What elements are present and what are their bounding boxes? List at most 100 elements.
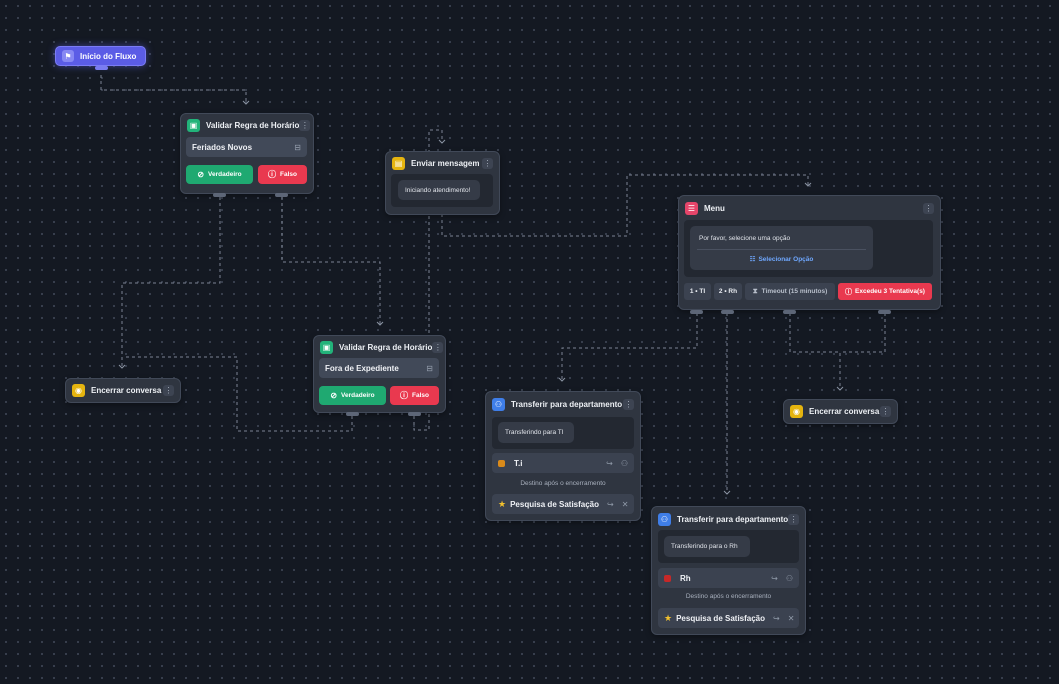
validate1-false-handle[interactable] xyxy=(275,193,288,197)
node-title: Validar Regra de Horário xyxy=(339,342,433,352)
kebab-menu-icon[interactable]: ⋮ xyxy=(623,399,634,410)
users-icon: ⚇ xyxy=(785,573,793,583)
node-title: Transferir para departamento xyxy=(677,514,789,524)
menu-option-2[interactable]: 2 • Rh xyxy=(714,283,742,300)
node-title: Menu xyxy=(704,203,725,213)
list-icon: ☷ xyxy=(749,256,756,263)
department-name: T.i xyxy=(514,458,523,468)
arrow-end2 xyxy=(836,386,844,391)
message-panel: Transferindo para o Rh xyxy=(658,530,799,563)
menu-option-2-handle[interactable] xyxy=(721,310,734,314)
message-text: Transferindo para TI xyxy=(505,429,564,436)
rule-field[interactable]: Feriados Novos ⊟ xyxy=(186,137,307,157)
timeout-branch[interactable]: ⧗Timeout (15 minutos) xyxy=(745,283,835,300)
select-option-link[interactable]: ☷Selecionar Opção xyxy=(690,255,873,263)
department-icon: ⚇ xyxy=(658,512,671,526)
start-node-handle[interactable] xyxy=(95,66,108,70)
menu-exceeded-handle[interactable] xyxy=(878,310,891,314)
select-option-label: Selecionar Opção xyxy=(758,256,814,263)
department-icon: ⚇ xyxy=(492,398,505,411)
kebab-menu-icon[interactable]: ⋮ xyxy=(432,341,444,353)
department-name: Rh xyxy=(680,573,691,583)
menu-bubble: Por favor, selecione uma opção ☷Selecion… xyxy=(690,226,873,270)
end-conversation-node-2[interactable]: ◉ Encerrar conversa ⋮ xyxy=(783,399,898,424)
true-branch-label: Verdadeiro xyxy=(208,171,242,178)
true-branch-label: Verdadeiro xyxy=(341,392,375,399)
end-conversation-node-1[interactable]: ◉ Encerrar conversa ⋮ xyxy=(65,378,181,403)
calendar-clock-icon: ▣ xyxy=(320,340,333,354)
rule-field[interactable]: Fora de Expediente ⊟ xyxy=(319,358,439,378)
check-circle-icon: ⊘ xyxy=(330,391,338,400)
validate2-true-handle[interactable] xyxy=(346,412,359,416)
edge-start-to-validate1 xyxy=(100,75,247,104)
exceeded-label: Excedeu 3 Tentativa(s) xyxy=(855,288,925,295)
check-circle-icon: ⊘ xyxy=(197,170,205,179)
menu-node[interactable]: ☰ Menu ⋮ Por favor, selecione uma opção … xyxy=(678,195,941,310)
edge-menu-opt1-to-transfer1 xyxy=(561,313,698,381)
false-branch-label: Falso xyxy=(412,392,429,399)
department-row[interactable]: Rh ↪ ⚇ xyxy=(658,568,799,588)
edge-validate1-false-to-validate2 xyxy=(281,197,381,325)
calendar-icon: ⊟ xyxy=(294,142,301,152)
survey-row[interactable]: ★ Pesquisa de Satisfação ↪ ✕ xyxy=(658,608,799,628)
menu-option-2-label: 2 • Rh xyxy=(718,288,738,295)
node-title: Encerrar conversa xyxy=(91,386,162,395)
arrow-validate2 xyxy=(376,321,384,326)
stop-icon: ◉ xyxy=(790,405,803,418)
arrow-transfer1 xyxy=(558,377,566,382)
stop-icon: ◉ xyxy=(72,384,85,397)
message-icon: ▤ xyxy=(392,156,405,170)
false-branch-button[interactable]: ⓘ Falso xyxy=(390,386,439,405)
arrow-transfer2 xyxy=(723,490,731,495)
kebab-menu-icon[interactable]: ⋮ xyxy=(923,202,934,214)
rule-name: Fora de Expediente xyxy=(325,363,399,373)
menu-option-1[interactable]: 1 • TI xyxy=(684,283,711,300)
kebab-menu-icon[interactable]: ⋮ xyxy=(482,157,493,169)
menu-timeout-handle[interactable] xyxy=(783,310,796,314)
transfer-department-node-1[interactable]: ⚇ Transferir para departamento ⋮ Transfe… xyxy=(485,391,641,521)
department-row[interactable]: T.i ↪ ⚇ xyxy=(492,453,634,473)
arrow-sendmsg xyxy=(438,139,446,144)
false-branch-button[interactable]: ⓘ Falso xyxy=(258,165,307,184)
validate-hours-node-2[interactable]: ▣ Validar Regra de Horário ⋮ Fora de Exp… xyxy=(313,335,446,413)
validate-hours-node-1[interactable]: ▣ Validar Regra de Horário ⋮ Feriados No… xyxy=(180,113,314,194)
close-icon[interactable]: ✕ xyxy=(621,499,629,509)
star-icon: ★ xyxy=(664,612,673,623)
send-message-node[interactable]: ▤ Enviar mensagem ⋮ Iniciando atendiment… xyxy=(385,151,500,215)
redirect-icon: ↪ xyxy=(771,573,778,583)
menu-option-1-handle[interactable] xyxy=(690,310,703,314)
node-title: Enviar mensagem xyxy=(411,158,480,168)
kebab-menu-icon[interactable]: ⋮ xyxy=(299,119,311,131)
after-end-caption: Destino após o encerramento xyxy=(685,593,772,600)
calendar-clock-icon: ▣ xyxy=(187,118,200,132)
alert-circle-icon: ⓘ xyxy=(400,391,408,400)
kebab-menu-icon[interactable]: ⋮ xyxy=(163,385,174,396)
message-panel: Transferindo para TI xyxy=(492,417,634,449)
kebab-menu-icon[interactable]: ⋮ xyxy=(880,406,891,417)
true-branch-button[interactable]: ⊘ Verdadeiro xyxy=(186,165,253,184)
false-branch-label: Falso xyxy=(280,171,297,178)
true-branch-button[interactable]: ⊘ Verdadeiro xyxy=(319,386,386,405)
menu-panel: Por favor, selecione uma opção ☷Selecion… xyxy=(684,220,933,277)
kebab-menu-icon[interactable]: ⋮ xyxy=(788,513,800,525)
start-node[interactable]: ⚑ Início do Fluxo xyxy=(55,46,146,66)
hourglass-icon: ⧗ xyxy=(752,287,758,295)
transfer-department-node-2[interactable]: ⚇ Transferir para departamento ⋮ Transfe… xyxy=(651,506,806,635)
node-title: Encerrar conversa xyxy=(809,407,880,416)
department-color-dot xyxy=(664,574,671,582)
start-node-label: Início do Fluxo xyxy=(80,51,137,61)
survey-name: Pesquisa de Satisfação xyxy=(510,499,600,509)
message-panel: Iniciando atendimento! xyxy=(391,174,493,207)
survey-row[interactable]: ★ Pesquisa de Satisfação ↪ ✕ xyxy=(492,494,634,514)
redirect-icon: ↪ xyxy=(606,458,613,468)
redirect-icon: ↪ xyxy=(607,499,614,509)
rule-name: Feriados Novos xyxy=(192,142,253,152)
flag-icon: ⚑ xyxy=(62,50,74,62)
validate2-false-handle[interactable] xyxy=(408,412,421,416)
message-bubble: Iniciando atendimento! xyxy=(398,180,480,200)
validate1-true-handle[interactable] xyxy=(213,193,226,197)
edge-menu-exceeded-to-end2 xyxy=(840,313,886,353)
close-icon[interactable]: ✕ xyxy=(787,613,795,623)
